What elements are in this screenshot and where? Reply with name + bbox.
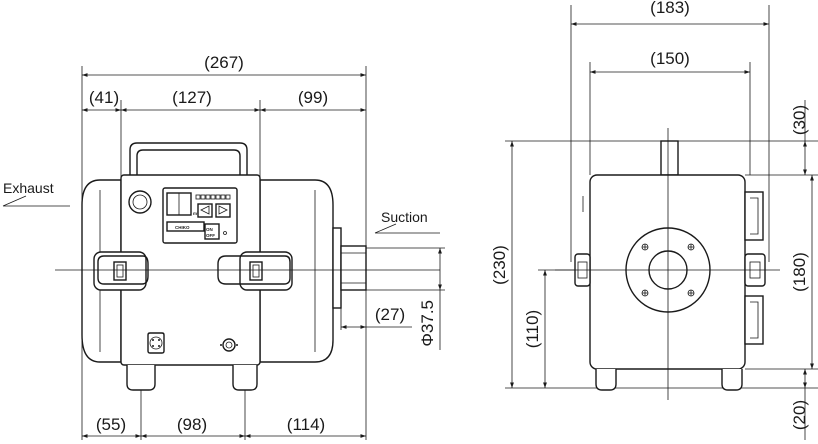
suction-arrow-icon bbox=[374, 223, 440, 234]
dim-side-center-height: (110) bbox=[523, 310, 542, 348]
side-clamp-lower bbox=[744, 295, 764, 345]
carry-handle bbox=[129, 142, 248, 175]
power-connector-icon bbox=[147, 332, 165, 354]
side-left-foot bbox=[595, 369, 617, 391]
dim-foot-middle: (98) bbox=[177, 415, 207, 434]
dim-overall-width: (267) bbox=[204, 53, 244, 72]
exhaust-knob bbox=[128, 190, 152, 214]
dim-side-overall-width: (183) bbox=[650, 0, 690, 17]
dim-segment-left: (41) bbox=[89, 88, 119, 107]
flange-bolt-icons bbox=[641, 243, 695, 297]
dim-nozzle-diameter: Φ37.5 bbox=[418, 300, 437, 347]
signal-connector-icon bbox=[220, 338, 238, 352]
front-left-foot bbox=[126, 365, 156, 391]
suction-nozzle bbox=[332, 227, 342, 309]
panel-brand: CHIKO bbox=[175, 225, 190, 230]
exhaust-arrow-icon bbox=[2, 195, 70, 207]
side-clamp-upper bbox=[744, 191, 764, 241]
side-right-foot bbox=[721, 369, 743, 391]
front-view: (267) (41) (127) (99) (55) (98) (114) bbox=[2, 53, 445, 440]
side-handle bbox=[660, 140, 679, 176]
dim-nozzle-length: (27) bbox=[375, 305, 405, 324]
left-latch bbox=[93, 251, 149, 291]
dim-side-inner-width: (150) bbox=[650, 49, 690, 68]
power-led-icon bbox=[223, 231, 227, 235]
suction-label: Suction bbox=[381, 209, 428, 225]
flow-down-button[interactable] bbox=[197, 203, 213, 218]
dim-side-body-height: (180) bbox=[790, 252, 809, 292]
front-right-foot bbox=[232, 365, 258, 391]
dim-foot-right: (114) bbox=[287, 415, 325, 434]
side-view: (183) (150) (230) (110) (30) (180) (20) bbox=[490, 0, 818, 440]
flow-up-button[interactable] bbox=[215, 203, 231, 218]
dim-segment-middle: (127) bbox=[172, 88, 212, 107]
dim-side-bottom-offset: (20) bbox=[790, 400, 809, 430]
dim-side-height-total: (230) bbox=[490, 245, 509, 285]
svg-text:OFF: OFF bbox=[206, 233, 215, 238]
exhaust-label: Exhaust bbox=[3, 180, 54, 196]
dim-side-top-offset: (30) bbox=[790, 105, 809, 135]
power-switch[interactable] bbox=[204, 223, 220, 240]
led-indicators bbox=[195, 194, 231, 200]
dim-foot-left: (55) bbox=[96, 415, 126, 434]
dim-segment-right: (99) bbox=[298, 88, 328, 107]
power-switch-label: ON bbox=[206, 227, 213, 232]
right-latch bbox=[217, 251, 293, 291]
